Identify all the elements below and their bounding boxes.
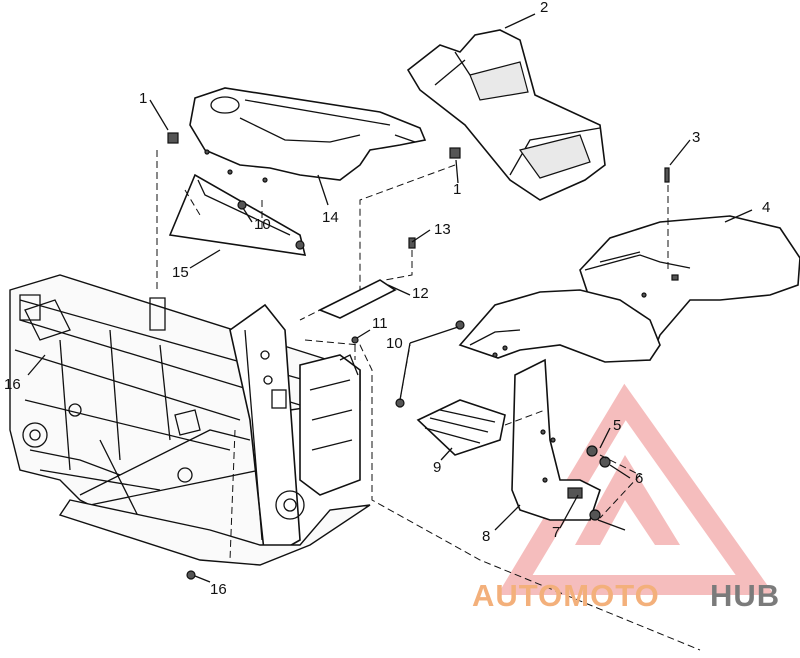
part-14-rear-cover bbox=[189, 87, 427, 183]
label-15: 15 bbox=[172, 264, 189, 281]
part-9-footrest bbox=[416, 399, 506, 456]
label-13: 13 bbox=[434, 221, 451, 238]
label-16-left: 16 bbox=[4, 376, 21, 393]
label-2: 2 bbox=[540, 0, 548, 16]
label-3: 3 bbox=[692, 129, 700, 146]
label-1-right: 1 bbox=[453, 181, 461, 198]
part-8-mud-flap bbox=[511, 358, 601, 521]
label-14: 14 bbox=[322, 209, 339, 226]
label-16-bottom: 16 bbox=[210, 581, 227, 598]
assembly-lines bbox=[156, 150, 701, 651]
callout-labels: 1 1 2 3 4 5 6 7 8 9 10 10 11 12 13 14 15… bbox=[4, 0, 770, 598]
label-9: 9 bbox=[433, 459, 441, 476]
part-15-side-panel bbox=[168, 173, 307, 256]
part-2-console bbox=[406, 29, 606, 201]
hardware-fasteners bbox=[167, 132, 670, 580]
part-12-bracket bbox=[318, 279, 397, 319]
label-10-lower: 10 bbox=[386, 335, 403, 352]
watermark-word-automoto: AUTOMOTO bbox=[472, 578, 660, 613]
frame-assembly bbox=[9, 274, 371, 566]
label-1-left: 1 bbox=[139, 90, 147, 107]
watermark-text: AUTOMOTO HUB bbox=[472, 578, 780, 613]
label-7: 7 bbox=[552, 524, 560, 541]
label-5: 5 bbox=[613, 417, 621, 434]
label-8: 8 bbox=[482, 528, 490, 545]
watermark-word-hub: HUB bbox=[710, 578, 780, 613]
label-12: 12 bbox=[412, 285, 429, 302]
part-4-front-fender bbox=[458, 289, 661, 363]
label-11: 11 bbox=[372, 315, 388, 332]
label-6: 6 bbox=[635, 470, 643, 487]
label-10-upper: 10 bbox=[254, 216, 271, 233]
label-4: 4 bbox=[762, 199, 770, 216]
